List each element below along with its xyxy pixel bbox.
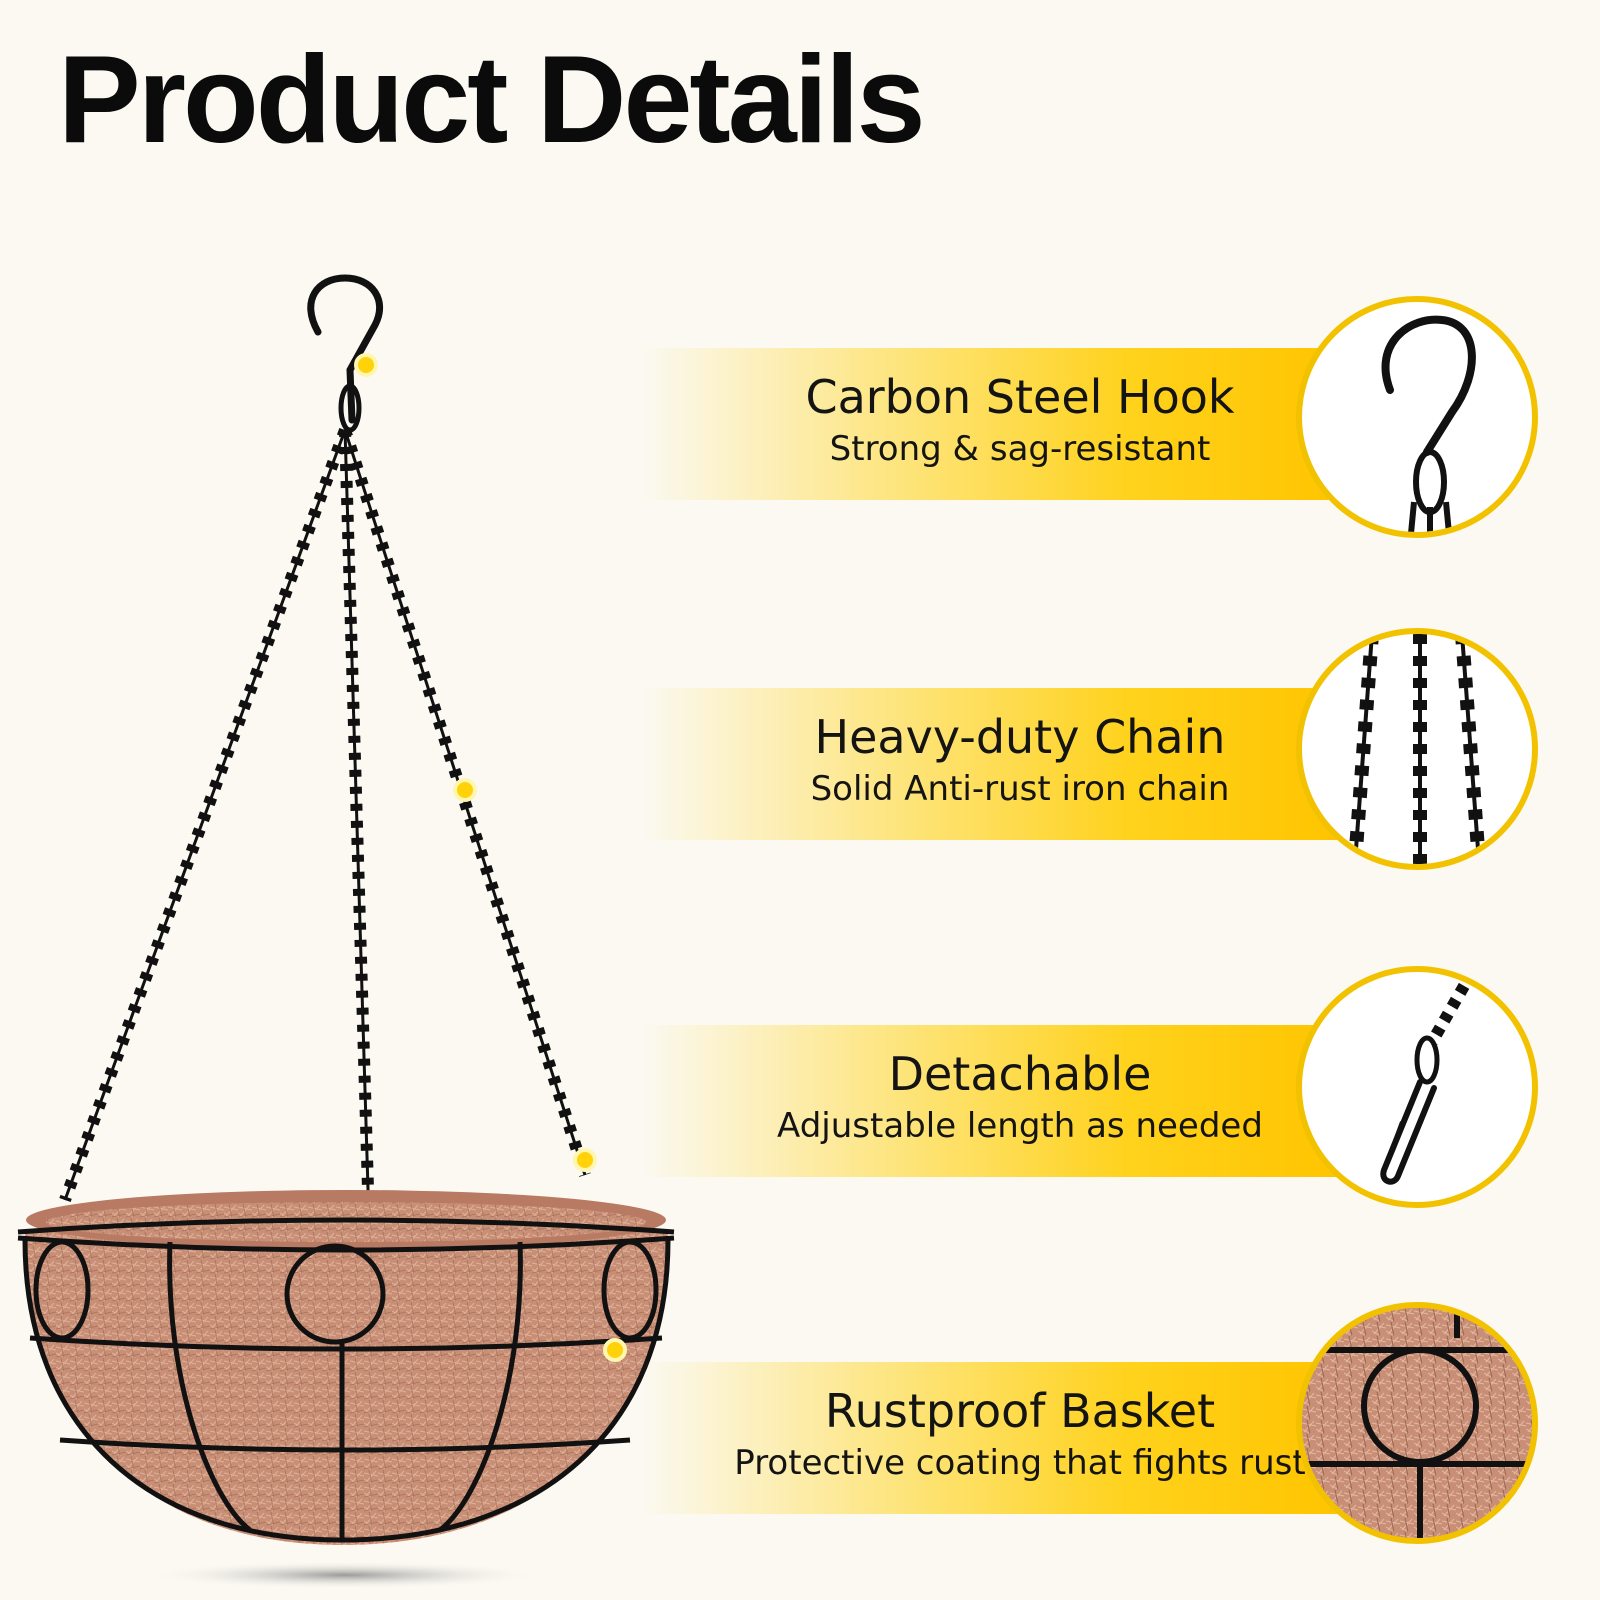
feature-band-hook [640,348,1340,500]
feature-detachable: Detachable Adjustable length as needed [700,1045,1340,1149]
feature-basket: Rustproof Basket Protective coating that… [700,1382,1340,1486]
feature-subtitle: Adjustable length as needed [777,1106,1263,1146]
chain-icon [1296,628,1538,870]
feature-subtitle: Solid Anti-rust iron chain [810,769,1230,809]
feature-title: Rustproof Basket [824,1384,1216,1438]
feature-chain: Heavy-duty Chain Solid Anti-rust iron ch… [700,708,1340,812]
feature-band-chain [640,688,1340,840]
feature-title: Carbon Steel Hook [805,370,1235,424]
basket-detail-icon [1296,1302,1538,1544]
feature-title: Detachable [888,1047,1152,1101]
feature-hook: Carbon Steel Hook Strong & sag-resistant [700,368,1340,472]
feature-band-basket [640,1362,1340,1514]
feature-band-detachable [640,1025,1340,1177]
page-title: Product Details [58,31,926,169]
hook-icon [1296,296,1538,538]
clip-hook-icon [1296,966,1538,1208]
feature-subtitle: Protective coating that fights rust [734,1443,1306,1483]
feature-subtitle: Strong & sag-resistant [829,429,1211,469]
feature-title: Heavy-duty Chain [814,710,1226,764]
